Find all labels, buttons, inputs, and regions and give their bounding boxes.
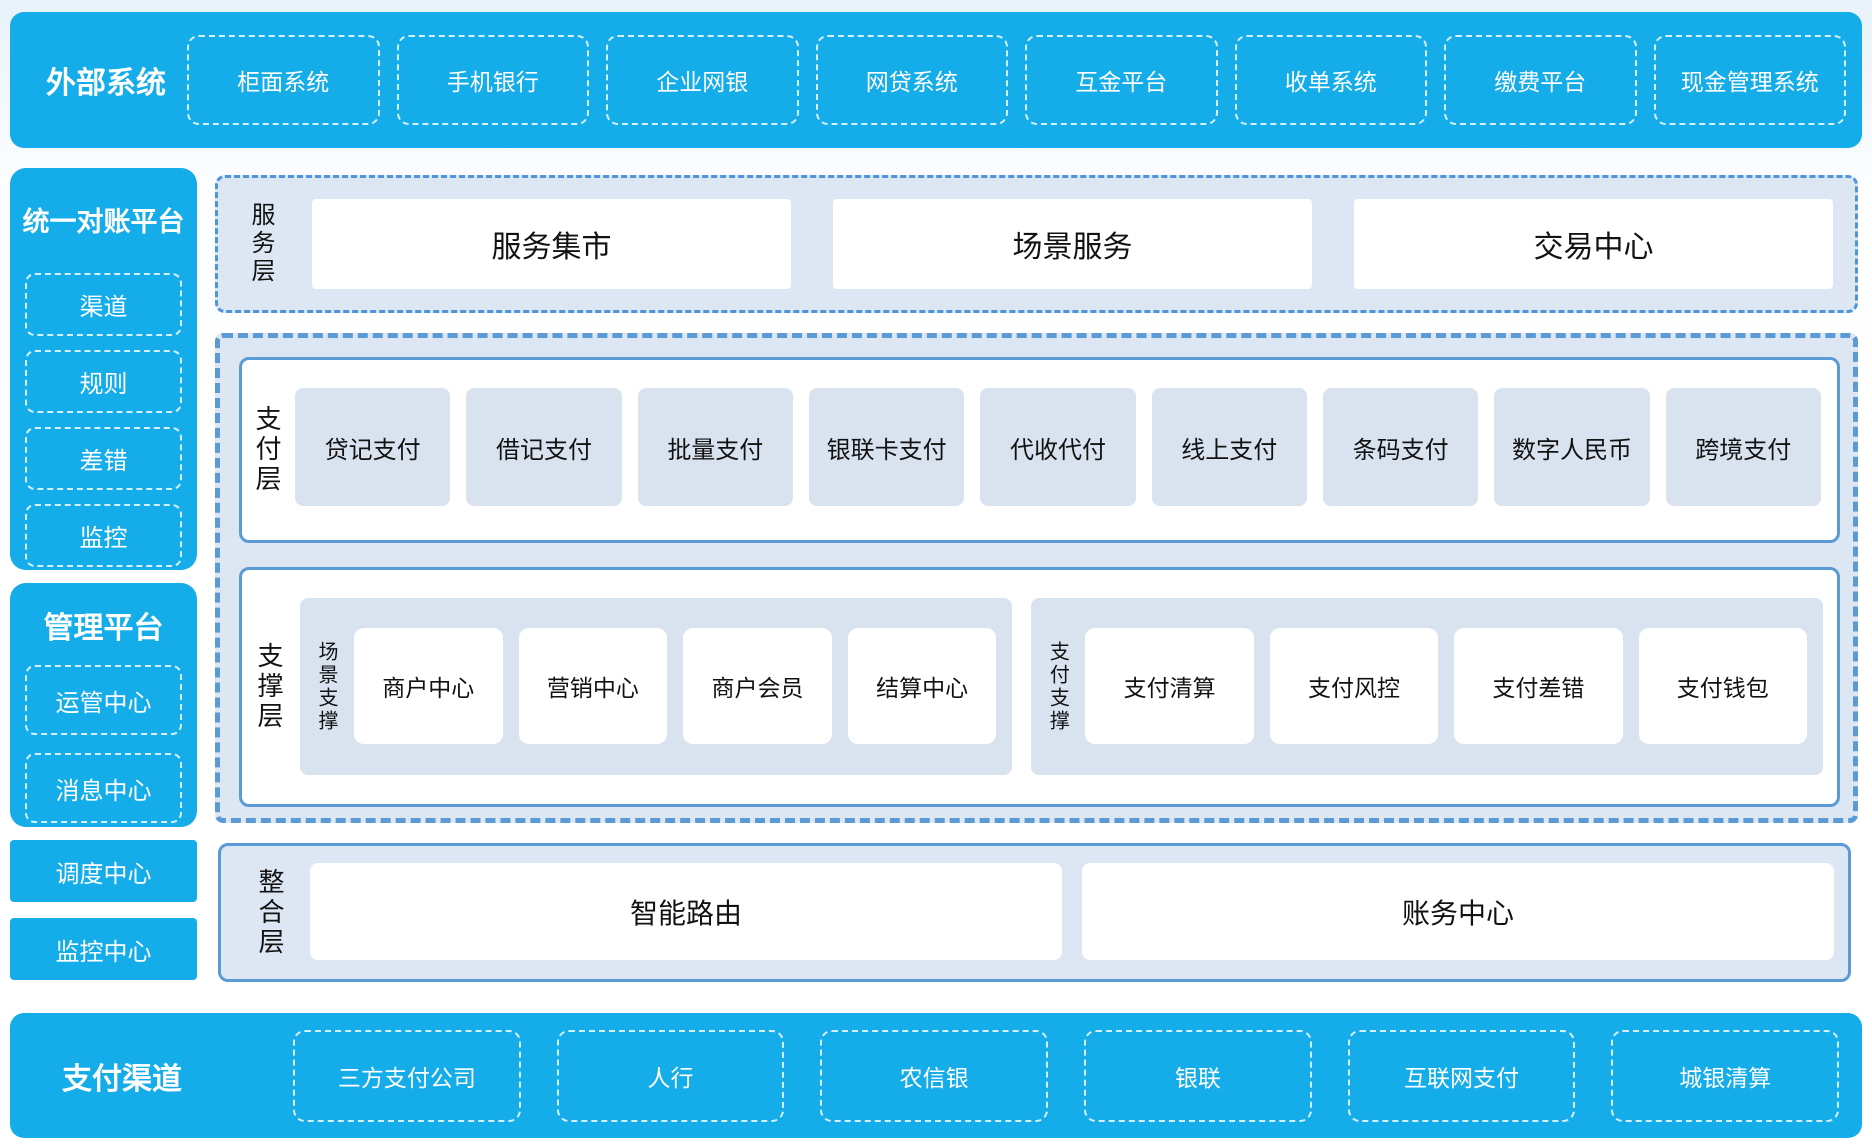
management-platform-items: 运管中心 消息中心 (10, 665, 197, 823)
sidebar-item-channel: 渠道 (25, 273, 182, 336)
service-box-trade-center: 交易中心 (1354, 199, 1833, 289)
service-box-market: 服务集市 (312, 199, 791, 289)
external-systems-items: 柜面系统 手机银行 企业网银 网贷系统 互金平台 收单系统 缴费平台 现金管理系… (187, 35, 1862, 125)
payment-item-collection: 代收代付 (980, 388, 1136, 506)
integration-layer-boxes: 智能路由 账务中心 (310, 863, 1834, 960)
support-layer: 支撑层 场景支撑 商户中心 营销中心 商户会员 结算中心 支付支撑 支付清算 (239, 567, 1840, 807)
payment-support-label: 支付支撑 (1046, 640, 1069, 733)
service-layer-boxes: 服务集市 场景服务 交易中心 (312, 199, 1833, 289)
sidebar-item-monitoring: 监控 (25, 504, 182, 567)
channel-box-city-bank-clearing: 城银清算 (1611, 1029, 1840, 1122)
support-layer-label: 支撑层 (254, 642, 284, 732)
integration-layer-label: 整合层 (255, 867, 285, 958)
support-item-merchant-member: 商户会员 (683, 628, 832, 744)
external-system-box-acquiring: 收单系统 (1234, 35, 1427, 125)
payment-channels-items: 三方支付公司 人行 农信银 银联 互联网支付 城银清算 (293, 1029, 1862, 1122)
payment-channels-bar: 支付渠道 三方支付公司 人行 农信银 银联 互联网支付 城银清算 (10, 1013, 1862, 1138)
scene-support-group: 场景支撑 商户中心 营销中心 商户会员 结算中心 (300, 598, 1013, 775)
channel-box-third-party: 三方支付公司 (293, 1029, 521, 1122)
external-systems-bar: 外部系统 柜面系统 手机银行 企业网银 网贷系统 互金平台 收单系统 缴费平台 … (10, 12, 1862, 148)
payment-item-unionpay-card: 银联卡支付 (808, 388, 965, 506)
scheduling-center-box: 调度中心 (10, 840, 197, 902)
integration-layer: 整合层 智能路由 账务中心 (218, 843, 1851, 982)
payment-layer-items: 贷记支付 借记支付 批量支付 银联卡支付 代收代付 线上支付 条码支付 数字人民… (295, 388, 1821, 506)
payment-item-credit: 贷记支付 (295, 388, 451, 506)
service-layer-label: 服务层 (247, 202, 274, 286)
support-item-merchant-center: 商户中心 (354, 628, 503, 744)
payment-item-digital-rmb: 数字人民币 (1494, 388, 1650, 506)
reconciliation-platform-panel: 统一对账平台 渠道 规则 差错 监控 (10, 168, 197, 570)
external-system-box-fee-payment: 缴费平台 (1444, 35, 1637, 125)
sidebar-item-ops-center: 运管中心 (25, 665, 182, 735)
payment-support-items: 支付清算 支付风控 支付差错 支付钱包 (1085, 628, 1807, 744)
support-item-marketing-center: 营销中心 (518, 628, 668, 744)
payment-layer-label: 支付层 (252, 405, 282, 495)
payment-item-cross-border: 跨境支付 (1665, 388, 1821, 506)
channel-box-rural-credit: 农信银 (820, 1029, 1049, 1122)
external-system-box-counter: 柜面系统 (187, 35, 380, 125)
payment-channels-title: 支付渠道 (62, 1062, 182, 1096)
support-item-wallet: 支付钱包 (1638, 628, 1807, 744)
support-item-settlement-center: 结算中心 (847, 628, 997, 744)
sidebar-item-rules: 规则 (25, 350, 182, 413)
management-platform-panel: 管理平台 运管中心 消息中心 (10, 583, 197, 827)
service-box-scene: 场景服务 (833, 199, 1312, 289)
sidebar-item-message-center: 消息中心 (25, 753, 182, 823)
channel-box-pboc: 人行 (556, 1029, 785, 1122)
sidebar-item-errors: 差错 (25, 427, 182, 490)
payment-layer: 支付层 贷记支付 借记支付 批量支付 银联卡支付 代收代付 线上支付 条码支付 … (239, 357, 1840, 543)
reconciliation-platform-items: 渠道 规则 差错 监控 (10, 273, 197, 567)
service-layer: 服务层 服务集市 场景服务 交易中心 (215, 175, 1858, 313)
payment-support-group: 支付支撑 支付清算 支付风控 支付差错 支付钱包 (1031, 598, 1823, 775)
support-item-error-handling: 支付差错 (1454, 628, 1623, 744)
integration-box-accounting-center: 账务中心 (1082, 863, 1834, 960)
support-layer-groups: 场景支撑 商户中心 营销中心 商户会员 结算中心 支付支撑 支付清算 支付风控 … (300, 598, 1823, 775)
external-system-box-fintech: 互金平台 (1025, 35, 1218, 125)
scene-support-label: 场景支撑 (315, 640, 337, 733)
channel-box-internet-payment: 互联网支付 (1347, 1029, 1576, 1122)
support-item-clearing: 支付清算 (1085, 628, 1254, 744)
payment-item-barcode: 条码支付 (1322, 388, 1479, 506)
channel-box-unionpay: 银联 (1084, 1029, 1312, 1122)
support-item-risk-control: 支付风控 (1269, 628, 1439, 744)
payment-item-debit: 借记支付 (466, 388, 622, 506)
external-system-box-corp-ebank: 企业网银 (606, 35, 799, 125)
external-system-box-mobile-bank: 手机银行 (396, 35, 589, 125)
core-layers-container: 支付层 贷记支付 借记支付 批量支付 银联卡支付 代收代付 线上支付 条码支付 … (215, 333, 1858, 823)
external-systems-title: 外部系统 (46, 67, 166, 100)
external-system-box-online-loan: 网贷系统 (815, 35, 1008, 125)
external-system-box-cash-mgmt: 现金管理系统 (1653, 35, 1846, 125)
reconciliation-platform-title: 统一对账平台 (22, 207, 185, 237)
payment-item-online: 线上支付 (1151, 388, 1307, 506)
monitoring-center-box: 监控中心 (10, 918, 197, 980)
management-platform-title: 管理平台 (43, 612, 164, 645)
payment-item-batch: 批量支付 (637, 388, 793, 506)
integration-box-smart-routing: 智能路由 (310, 863, 1062, 960)
scene-support-items: 商户中心 营销中心 商户会员 结算中心 (354, 628, 997, 744)
